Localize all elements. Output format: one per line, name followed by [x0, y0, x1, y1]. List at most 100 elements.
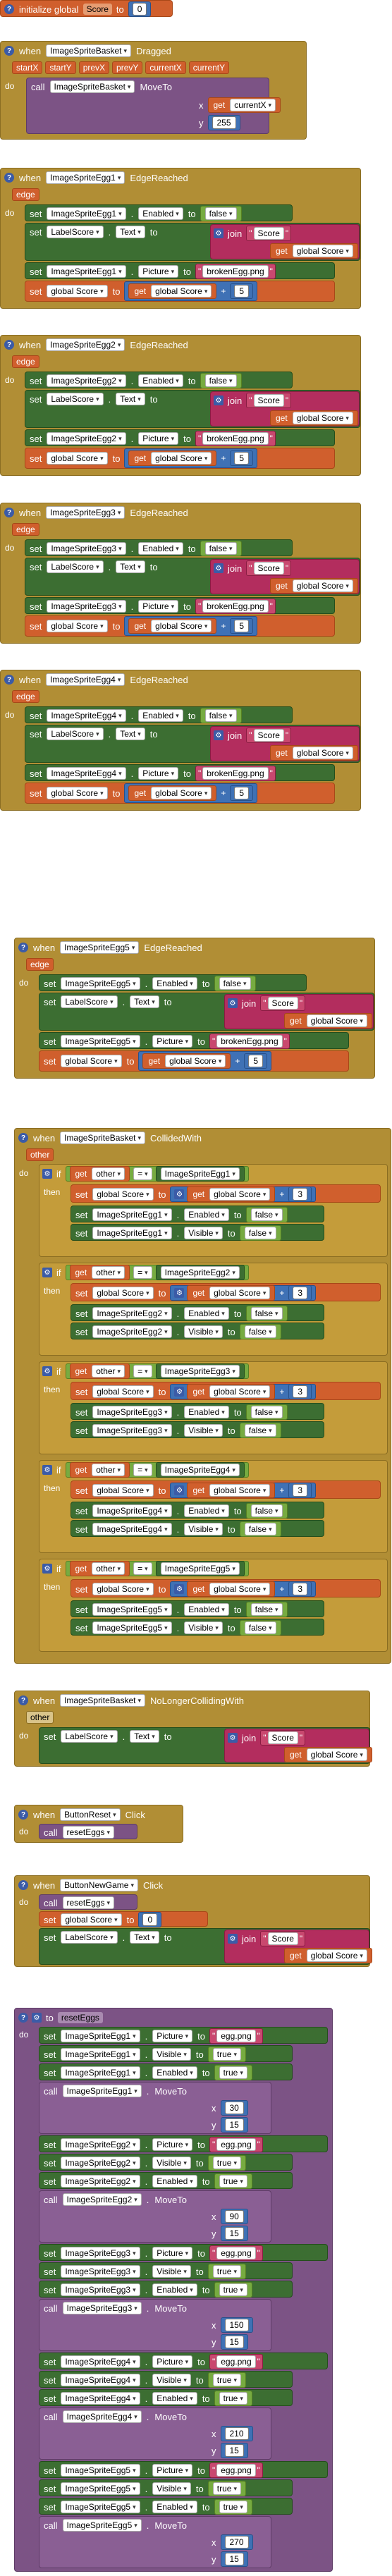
var-dropdown[interactable]: global Score▾	[92, 1287, 154, 1299]
component-dropdown[interactable]: LabelScore▾	[47, 560, 104, 573]
text-block[interactable]: " brokenEgg.png "	[209, 1034, 290, 1049]
var-dropdown[interactable]: global Score▾	[306, 1748, 367, 1761]
boolean-dropdown[interactable]: false▾	[244, 1523, 276, 1535]
x-number-block[interactable]: 270	[220, 2534, 253, 2550]
text-block[interactable]: " brokenEgg.png "	[195, 766, 276, 781]
x-number-block[interactable]: 150	[220, 2317, 253, 2333]
true-block[interactable]: true▾	[207, 2047, 246, 2062]
number-value[interactable]: 0	[142, 1913, 158, 1926]
number-value[interactable]: 5	[234, 452, 250, 465]
param-dropdown[interactable]: other▾	[92, 1464, 125, 1476]
property-dropdown[interactable]: Enabled▾	[138, 542, 183, 555]
boolean-dropdown[interactable]: false▾	[250, 1603, 283, 1616]
text-value[interactable]: brokenEgg.png	[202, 767, 269, 780]
property-dropdown[interactable]: Visible▾	[152, 2265, 191, 2278]
false-block[interactable]: false▾	[200, 206, 242, 221]
component-block[interactable]: ImageSpriteEgg2▾	[155, 1265, 245, 1280]
text-value[interactable]: brokenEgg.png	[202, 600, 269, 613]
param-edge[interactable]: edge	[12, 188, 39, 201]
property-dropdown[interactable]: Enabled▾	[152, 2392, 197, 2405]
boolean-dropdown[interactable]: true▾	[212, 2482, 241, 2495]
component-dropdown[interactable]: LabelScore▾	[61, 995, 118, 1008]
component-dropdown[interactable]: ImageSpriteEgg5▾	[61, 1035, 140, 1048]
component-dropdown[interactable]: ImageSpriteEgg3▾	[61, 2247, 140, 2259]
boolean-dropdown[interactable]: true▾	[219, 2066, 247, 2079]
component-dropdown[interactable]: ImageSpriteEgg1▾	[160, 1167, 240, 1180]
property-dropdown[interactable]: Text▾	[116, 560, 145, 573]
boolean-dropdown[interactable]: true▾	[219, 2501, 247, 2513]
global-var-name[interactable]: Score	[82, 4, 112, 15]
false-block[interactable]: false▾	[200, 541, 242, 556]
component-dropdown[interactable]: ImageSpriteEgg3▾	[47, 600, 126, 613]
component-dropdown[interactable]: ImageSpriteBasket▾	[60, 1131, 145, 1144]
false-block[interactable]: false▾	[200, 373, 242, 388]
number-value[interactable]: 5	[234, 285, 250, 298]
component-dropdown[interactable]: ImageSpriteEgg4▾	[160, 1464, 240, 1476]
property-dropdown[interactable]: Visible▾	[152, 2048, 191, 2061]
property-dropdown[interactable]: Text▾	[130, 995, 159, 1008]
score-init-value-block[interactable]: 0	[128, 1, 152, 17]
var-dropdown[interactable]: global Score▾	[292, 579, 353, 592]
component-dropdown[interactable]: ImageSpriteEgg3▾	[61, 2283, 140, 2296]
number-value[interactable]: 5	[234, 787, 250, 799]
var-dropdown[interactable]: global Score▾	[151, 787, 212, 799]
points-number-block[interactable]: 5	[230, 618, 254, 634]
component-dropdown[interactable]: ImageSpriteEgg5▾	[60, 941, 140, 954]
number-value[interactable]: 90	[224, 2210, 244, 2223]
boolean-dropdown[interactable]: true▾	[219, 2283, 247, 2296]
component-dropdown[interactable]: LabelScore▾	[47, 393, 104, 405]
property-dropdown[interactable]: Visible▾	[152, 2157, 191, 2169]
number-value[interactable]: 15	[224, 2227, 244, 2240]
boolean-dropdown[interactable]: false▾	[204, 709, 237, 722]
number-value[interactable]: 0	[132, 3, 147, 16]
var-dropdown[interactable]: global Score▾	[92, 1484, 154, 1497]
var-dropdown[interactable]: global Score▾	[47, 452, 108, 465]
param-edge[interactable]: edge	[12, 690, 39, 703]
points-number-block[interactable]: 5	[230, 785, 254, 801]
gear-icon[interactable]: ⚙	[174, 1189, 185, 1199]
compare-op-dropdown[interactable]: =▾	[133, 1464, 152, 1476]
property-dropdown[interactable]: Enabled▾	[152, 2066, 197, 2079]
compare-op-dropdown[interactable]: =▾	[133, 1167, 152, 1180]
text-value[interactable]: brokenEgg.png	[202, 432, 269, 445]
text-value[interactable]: brokenEgg.png	[216, 1035, 283, 1048]
property-dropdown[interactable]: Enabled▾	[138, 374, 183, 387]
init-global-score-block[interactable]: ? initialize global Score to 0	[0, 0, 173, 17]
false-block[interactable]: false▾	[245, 1602, 288, 1617]
help-icon[interactable]: ?	[18, 1810, 28, 1820]
points-number-block[interactable]: 5	[230, 283, 254, 299]
true-block[interactable]: true▾	[214, 2173, 252, 2189]
component-dropdown[interactable]: LabelScore▾	[61, 1931, 118, 1944]
help-icon[interactable]: ?	[4, 508, 14, 517]
property-dropdown[interactable]: Text▾	[116, 226, 145, 238]
true-block[interactable]: true▾	[207, 2264, 246, 2279]
gear-icon[interactable]: ⚙	[214, 563, 223, 573]
param-prevx[interactable]: prevX	[78, 61, 110, 74]
boolean-dropdown[interactable]: true▾	[219, 2392, 247, 2405]
gear-icon[interactable]: ⚙	[228, 1733, 238, 1743]
false-block[interactable]: false▾	[214, 976, 256, 991]
